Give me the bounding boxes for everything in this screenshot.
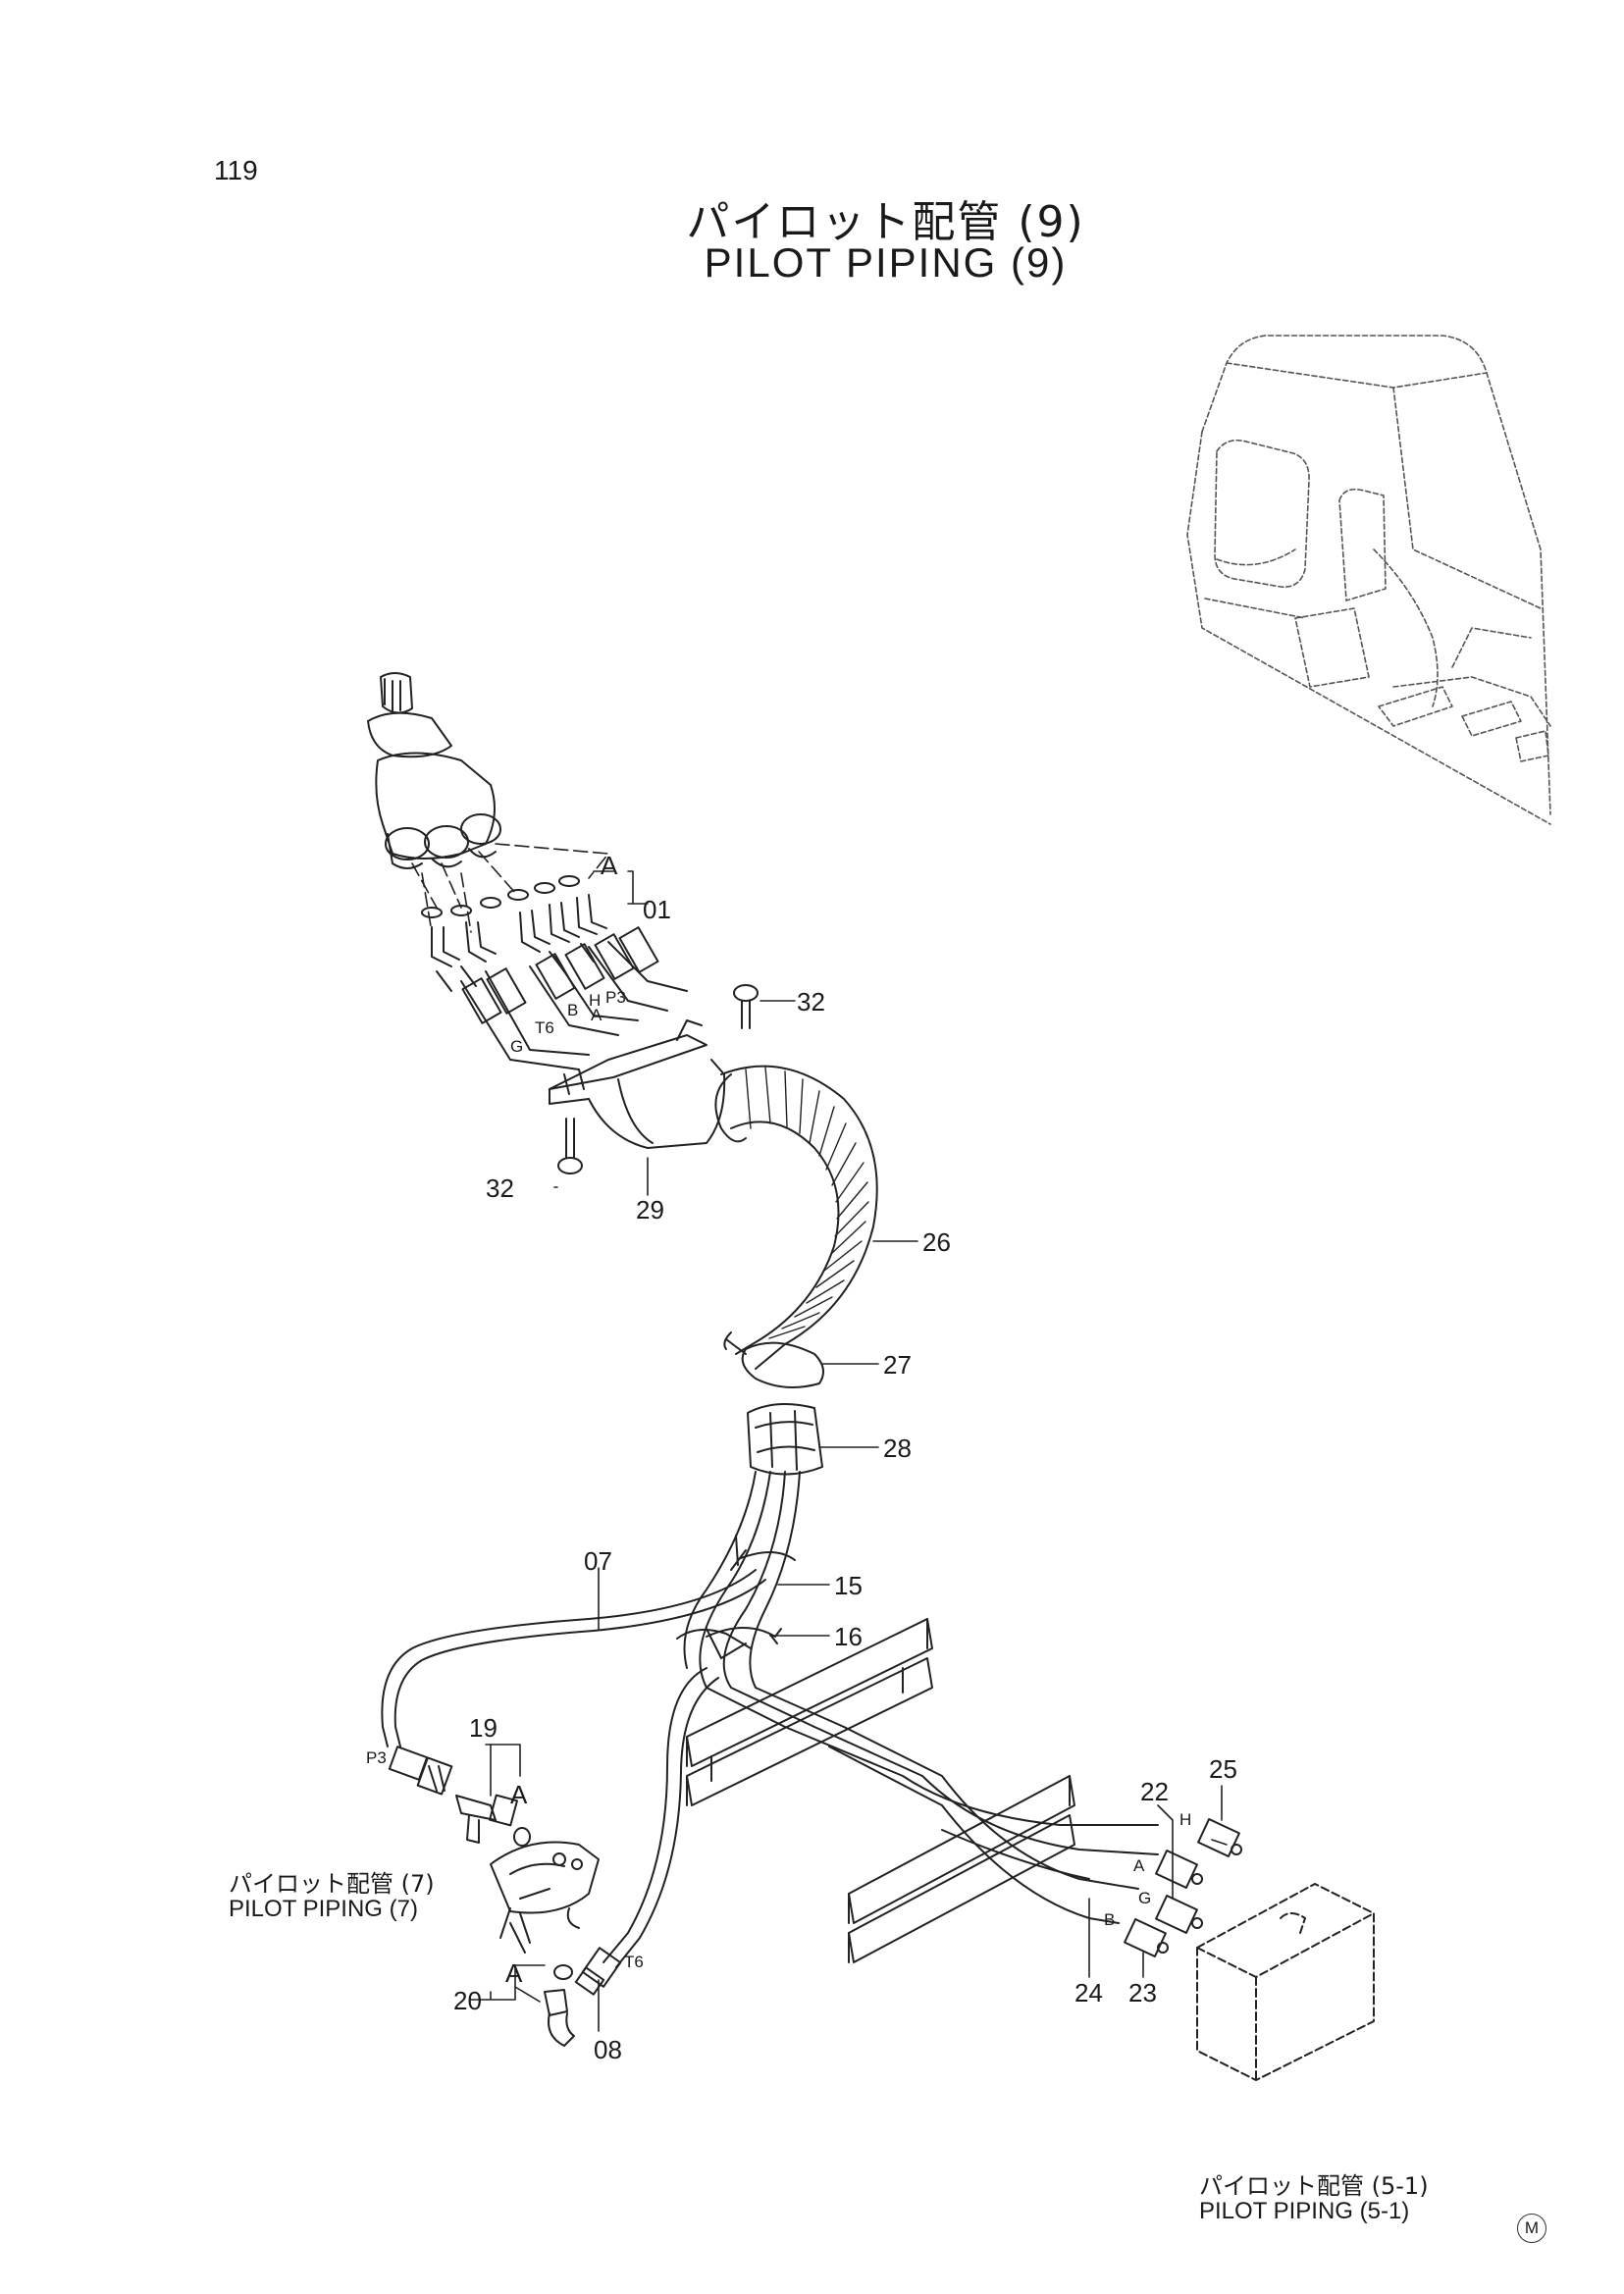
part-label-32-upper: 32 <box>797 987 825 1017</box>
part-label-24: 24 <box>1074 1978 1103 2007</box>
part-label-27: 27 <box>883 1350 912 1380</box>
part-label-23: 23 <box>1128 1978 1157 2007</box>
ref-pilot-piping-5-1-jp: パイロット配管 (5-1) <box>1199 2172 1429 2200</box>
hose-bundle-main <box>676 1471 845 1728</box>
page-number: 119 <box>214 155 258 185</box>
fitting-19 <box>455 1794 531 1847</box>
port-label-b-top: B <box>567 1001 578 1019</box>
port-label-t6-top: T6 <box>535 1018 554 1037</box>
hose-08 <box>574 1667 719 1996</box>
part-label-22: 22 <box>1140 1777 1169 1806</box>
grommet-28 <box>747 1403 823 1476</box>
port-label-g-right: G <box>1138 1889 1151 1907</box>
port-label-p3-top: P3 <box>605 988 626 1007</box>
fittings-right <box>1124 1818 1242 1957</box>
leader-lines <box>470 870 1228 2032</box>
p3-fitting <box>388 1746 453 1796</box>
port-label-h-right: H <box>1179 1810 1191 1829</box>
hose-07 <box>381 1569 766 1747</box>
ref-pilot-piping-7-en: PILOT PIPING (7) <box>229 1896 418 1922</box>
part-labels: 01 H P3 A B T6 G A 32 32 29 26 27 28 07 … <box>366 851 1237 2064</box>
detail-mark-a-19: A <box>510 1780 528 1809</box>
hose-cover <box>549 1019 726 1149</box>
part-label-15: 15 <box>834 1571 863 1600</box>
o-rings <box>421 875 580 918</box>
page-title-en: PILOT PIPING (9) <box>704 239 1068 286</box>
ref-pilot-piping-7-jp: パイロット配管 (7) <box>229 1870 435 1898</box>
detail-mark-a-top: A <box>601 851 618 880</box>
corner-mark-m: M <box>1517 2214 1546 2243</box>
corrugated-tube <box>714 1065 878 1370</box>
port-label-a-right: A <box>1133 1856 1145 1875</box>
fitting-20 <box>544 1964 575 2047</box>
part-label-26: 26 <box>922 1227 951 1257</box>
hose-bundle-top <box>460 926 688 1070</box>
pilot-piping-5-1-block <box>1196 1883 1375 2081</box>
port-label-h-top: H <box>589 991 601 1010</box>
cab-overview-illustration <box>1186 335 1551 825</box>
elbow-fittings <box>431 894 607 992</box>
port-label-g-top: G <box>510 1037 523 1056</box>
clamp-27 <box>723 1331 824 1388</box>
frame-rails <box>686 1618 1075 1963</box>
part-label-20: 20 <box>453 1986 482 2015</box>
guide-lines <box>411 843 609 933</box>
part-label-07: 07 <box>584 1546 612 1576</box>
bolt-32-lower <box>557 1118 583 1174</box>
part-label-29: 29 <box>636 1195 664 1225</box>
detail-mark-a-20: A <box>505 1958 523 1988</box>
pilot-valve <box>367 672 501 869</box>
part-label-16: 16 <box>834 1622 863 1651</box>
part-label-08: 08 <box>594 2035 622 2064</box>
part-label-01: 01 <box>643 895 671 924</box>
part-label-19: 19 <box>469 1713 498 1743</box>
page-title-jp: パイロット配管 (9) <box>686 197 1085 247</box>
port-label-p3-left: P3 <box>366 1748 387 1767</box>
port-label-a-top: A <box>591 1006 602 1024</box>
port-label-b-right: B <box>1104 1910 1115 1929</box>
bolt-32-upper <box>733 984 759 1029</box>
ref-pilot-piping-5-1-en: PILOT PIPING (5-1) <box>1199 2198 1410 2224</box>
part-label-28: 28 <box>883 1434 912 1463</box>
part-label-32-lower: 32 <box>486 1173 514 1203</box>
pilot-piping-7-block <box>490 1841 600 1954</box>
port-label-t6-bottom: T6 <box>624 1953 644 1971</box>
hose-bundle-right <box>784 1726 1159 1924</box>
part-label-25: 25 <box>1209 1754 1237 1784</box>
